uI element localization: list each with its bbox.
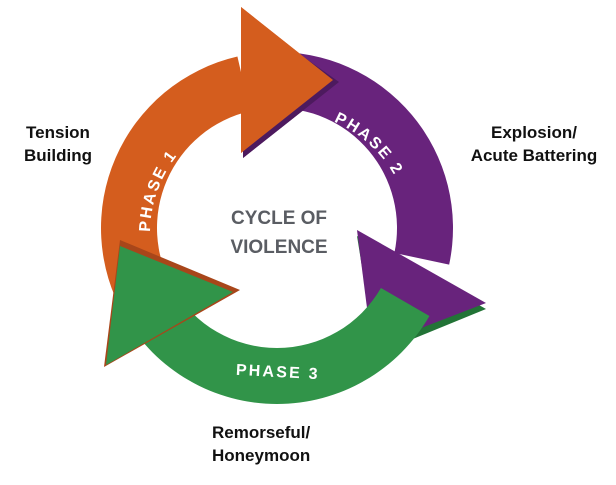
phase-1-arrowhead-overlay [241,7,333,153]
phase-1-description-line-1: Tension [26,123,90,142]
phase-3-arc [124,288,430,404]
center-title-line-1: CYCLE OF [231,208,327,229]
phase-2-arc [270,51,454,265]
center-title-line-2: VIOLENCE [230,237,327,258]
phase-3-description-line-2: Honeymoon [212,446,311,465]
phase-3-arrow [104,240,430,404]
phase-3-arrowhead [106,246,233,365]
phase-2-description: Explosion/ Acute Battering [455,121,613,167]
phase-2-description-line-2: Acute Battering [470,146,598,165]
phase-3-description-line-1: Remorseful/ [212,423,311,442]
phase-3-description: Remorseful/ Honeymoon [212,421,342,467]
phase-3-label: PHASE 3 [235,362,320,383]
phase-1-description-line-2: Building [24,146,92,165]
phase-2-description-line-1: Explosion/ [491,123,577,142]
phase-1-description: Tension Building [20,121,96,167]
